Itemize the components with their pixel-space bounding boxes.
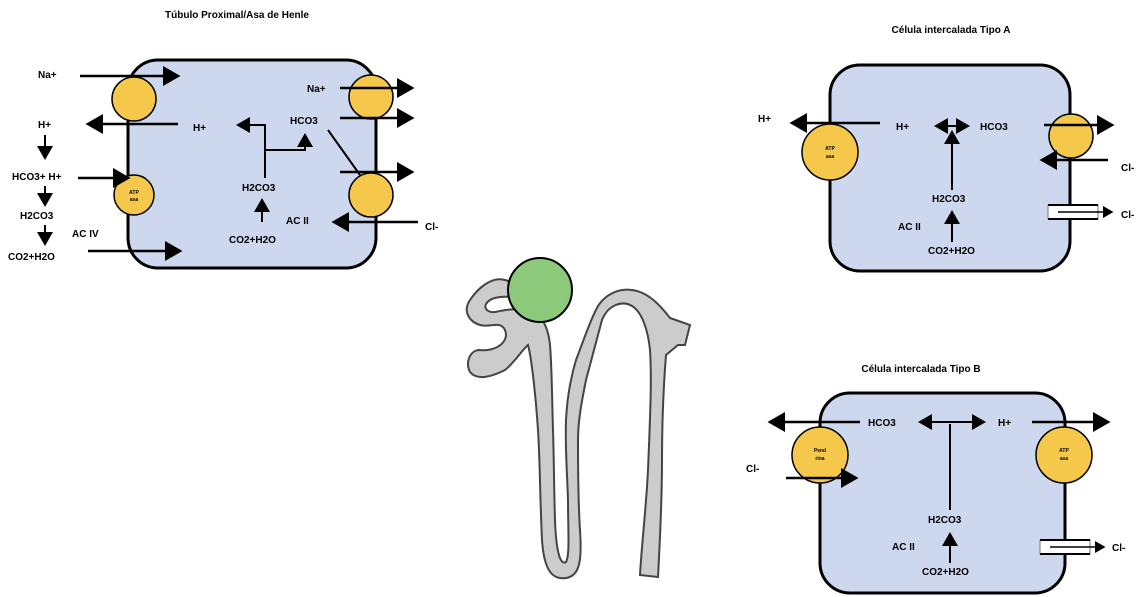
type-a-title: Célula intercalada Tipo A	[892, 25, 1011, 36]
proximal-title: Túbulo Proximal/Asa de Henle	[165, 10, 309, 21]
type-b-hco3-label: HCO3	[868, 418, 896, 429]
type-b-cl-out-label: Cl-	[1112, 543, 1125, 554]
type-a-ac-ii-label: AC II	[898, 222, 921, 233]
type-b-title: Célula intercalada Tipo B	[861, 364, 980, 375]
hco3-h-label: HCO3+ H+	[12, 172, 62, 183]
h-left-label: H+	[38, 120, 51, 131]
nephron-illustration	[467, 258, 690, 578]
type-b-atpase-label-2: asa	[1060, 456, 1069, 462]
ac-ii-label: AC II	[286, 216, 309, 227]
pendrin-transporter	[792, 427, 848, 483]
h-inner-label: H+	[193, 123, 206, 134]
type-a-cl-2-label: Cl-	[1121, 210, 1134, 221]
type-b-atpase-label-1: ATP	[1059, 448, 1069, 454]
type-b-h-label: H+	[998, 418, 1011, 429]
type-a-h2co3-label: H2CO3	[932, 194, 966, 205]
type-b-cl-in-label: Cl-	[746, 464, 759, 475]
type-a-panel: Célula intercalada Tipo A ATP asa H+ H+ …	[758, 25, 1134, 271]
type-a-cell	[830, 65, 1070, 271]
na-left-label: Na+	[38, 70, 57, 81]
h2co3-inner-label: H2CO3	[242, 183, 276, 194]
type-a-h-out-label: H+	[758, 114, 771, 125]
nephron-tubule	[467, 279, 690, 578]
type-a-atpase	[802, 124, 858, 180]
type-a-h-inner-label: H+	[896, 122, 909, 133]
hco3-inner-label: HCO3	[290, 116, 318, 127]
type-b-h2co3-label: H2CO3	[928, 515, 962, 526]
type-a-atpase-label-2: asa	[826, 154, 835, 160]
co2-left-label: CO2+H2O	[8, 252, 55, 263]
type-a-hco3-label: HCO3	[980, 122, 1008, 133]
pendrin-label-2: rina	[815, 456, 824, 462]
cl-right-label: Cl-	[425, 222, 438, 233]
na-right-label: Na+	[307, 84, 326, 95]
atpase-label-2: asa	[130, 197, 139, 203]
co2-inner-label: CO2+H2O	[229, 235, 276, 246]
glomerulus	[508, 258, 572, 322]
type-a-co2-label: CO2+H2O	[928, 246, 975, 257]
atpase-label-1: ATP	[129, 190, 139, 196]
type-b-panel: Célula intercalada Tipo B Pend rina ATP …	[746, 364, 1125, 593]
type-a-atpase-label-1: ATP	[825, 146, 835, 152]
antiporter-left	[112, 77, 156, 121]
h2co3-left-label: H2CO3	[20, 211, 54, 222]
type-b-atpase	[1036, 427, 1092, 483]
type-a-exchanger	[1049, 114, 1093, 158]
pendrin-label-1: Pend	[814, 448, 826, 454]
type-a-cl-1-label: Cl-	[1121, 163, 1134, 174]
exchanger-right	[349, 173, 393, 217]
cotransporter-right	[349, 75, 393, 119]
type-b-co2-label: CO2+H2O	[922, 567, 969, 578]
ac-iv-label: AC IV	[72, 229, 99, 240]
proximal-tubule-panel: Túbulo Proximal/Asa de Henle ATP asa Na+…	[8, 10, 438, 268]
type-b-ac-ii-label: AC II	[892, 542, 915, 553]
